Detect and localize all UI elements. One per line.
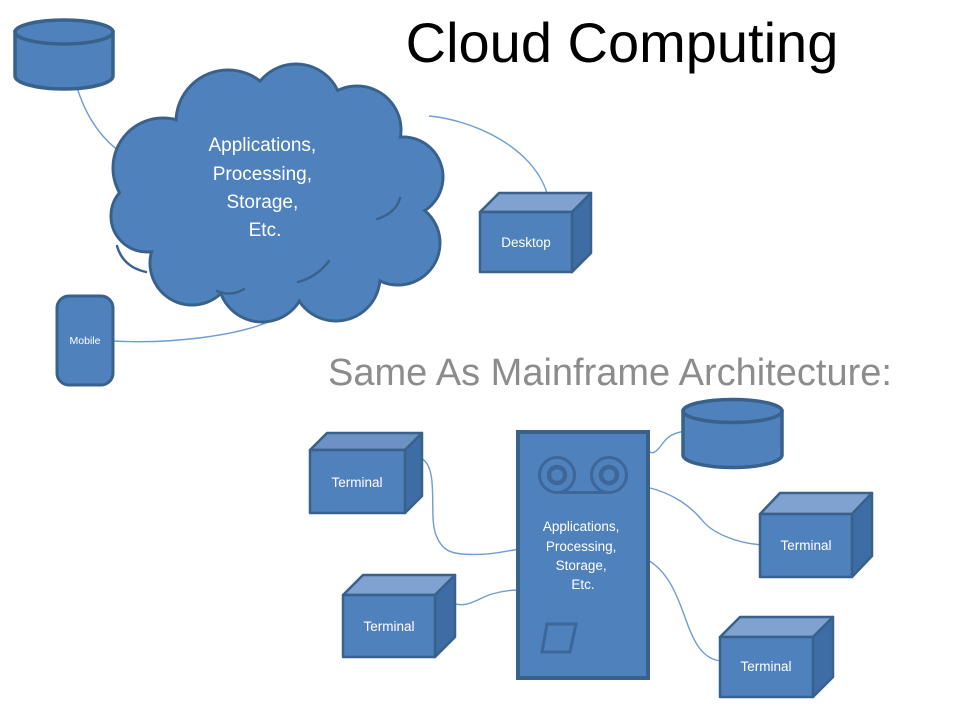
terminal-box-3: Terminal xyxy=(758,491,874,579)
cloud-label: Applications, Processing, Storage, Etc. xyxy=(208,135,321,241)
connector-terminal2-mainframe xyxy=(451,589,521,606)
cloud-shape: Applications, Processing, Storage, Etc. xyxy=(109,62,445,324)
connector-mainframe-database xyxy=(645,430,686,454)
mobile-label: Mobile xyxy=(70,335,101,347)
connector-terminal1-mainframe xyxy=(420,457,521,556)
connector-mainframe-terminal3 xyxy=(645,486,763,546)
desktop-box: Desktop xyxy=(478,191,593,274)
mainframe-box: Applications, Processing, Storage, Etc. xyxy=(516,430,650,680)
terminal-label: Terminal xyxy=(740,659,791,674)
database-cylinder-cloud xyxy=(13,18,115,91)
terminal-label: Terminal xyxy=(780,538,831,553)
cloud-inner-arc xyxy=(215,287,246,295)
cloud-inner-arc xyxy=(375,196,402,221)
terminal-box-1: Terminal xyxy=(308,431,424,515)
mobile-device: Mobile xyxy=(55,294,115,387)
terminal-label: Terminal xyxy=(363,619,414,634)
connector-mainframe-terminal4 xyxy=(645,558,723,662)
slide-title: Cloud Computing xyxy=(406,11,839,74)
terminal-box-4: Terminal xyxy=(718,615,835,699)
database-cylinder-mainframe xyxy=(681,397,784,470)
section-subtitle: Same As Mainframe Architecture: xyxy=(328,352,892,394)
connector-cloud-desktop xyxy=(428,115,548,194)
terminal-label: Terminal xyxy=(331,475,382,490)
terminal-box-2: Terminal xyxy=(341,573,457,659)
cloud-inner-arc xyxy=(115,244,148,274)
desktop-label: Desktop xyxy=(501,235,551,250)
cloud-inner-arc xyxy=(296,259,331,284)
connector-mobile-cloud xyxy=(113,317,278,343)
card-slot-icon xyxy=(540,622,578,654)
mainframe-label: Applications, Processing, Storage, Etc. xyxy=(543,519,623,592)
